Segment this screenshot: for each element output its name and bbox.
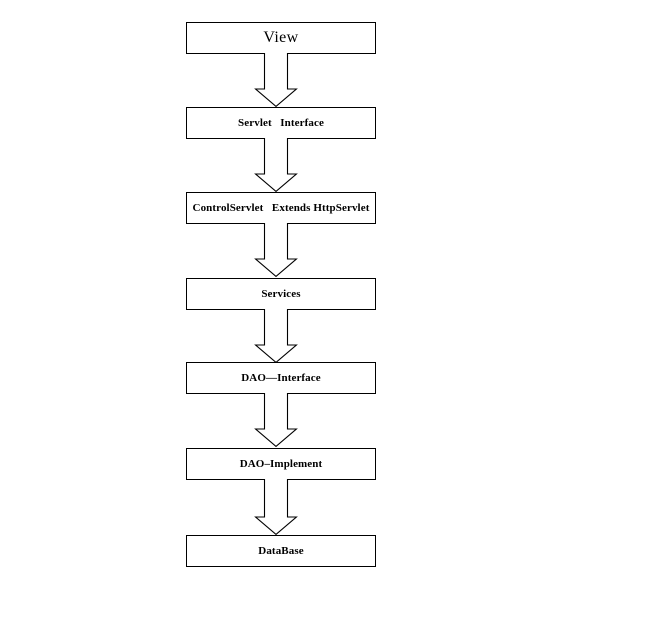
node-control-servlet-label: ControlServlet Extends HttpServlet (192, 201, 370, 214)
node-services-label: Services (261, 287, 301, 300)
node-view-label: View (263, 29, 299, 46)
arrow-view-to-servlet-interface (254, 53, 298, 108)
arrow-dao-interface-to-dao-implement (254, 393, 298, 448)
block-arrow-down-icon (254, 309, 298, 364)
block-arrow-down-icon (254, 138, 298, 193)
block-arrow-down-icon (254, 53, 298, 108)
node-dao-implement-label: DAO–Implement (239, 457, 323, 470)
node-dao-interface-label: DAO—Interface (241, 371, 321, 384)
block-arrow-down-icon (254, 479, 298, 536)
node-dao-interface[interactable]: DAO—Interface (186, 362, 376, 394)
arrow-services-to-dao-interface (254, 309, 298, 364)
arrow-servlet-interface-to-control-servlet (254, 138, 298, 193)
node-database[interactable]: DataBase (186, 535, 376, 567)
node-services[interactable]: Services (186, 278, 376, 310)
block-arrow-down-icon (254, 223, 298, 278)
arrow-dao-implement-to-database (254, 479, 298, 536)
node-control-servlet[interactable]: ControlServlet Extends HttpServlet (186, 192, 376, 224)
node-servlet-interface[interactable]: Servlet Interface (186, 107, 376, 139)
node-servlet-interface-label: Servlet Interface (238, 116, 324, 129)
node-dao-implement[interactable]: DAO–Implement (186, 448, 376, 480)
node-database-label: DataBase (258, 544, 304, 557)
block-arrow-down-icon (254, 393, 298, 448)
node-view[interactable]: View (186, 22, 376, 54)
arrow-control-servlet-to-services (254, 223, 298, 278)
